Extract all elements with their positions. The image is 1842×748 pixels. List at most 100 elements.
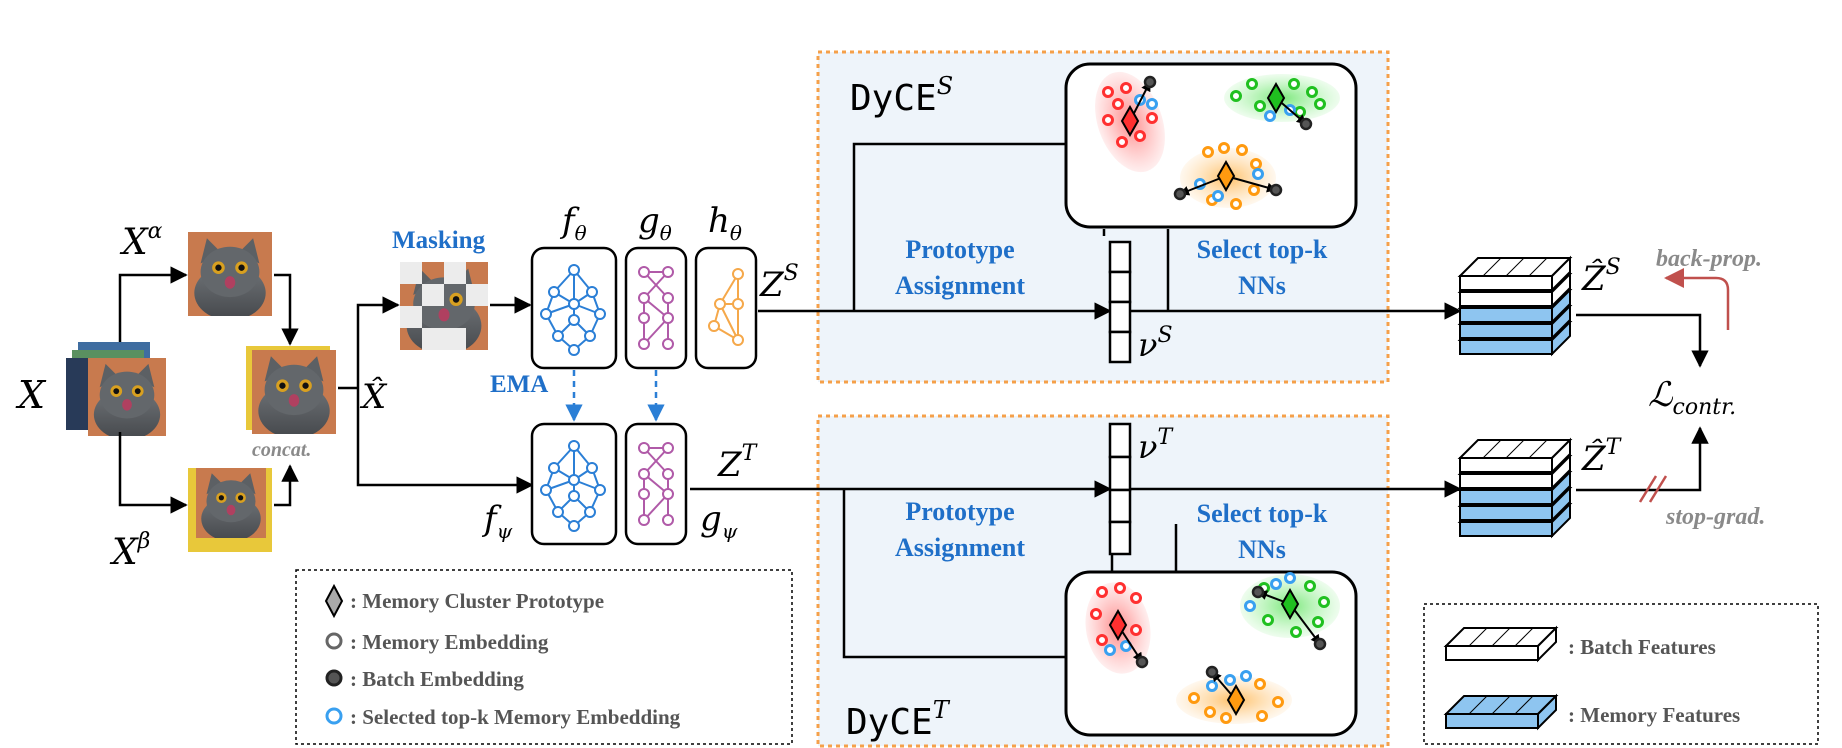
selected-embedding-dot (1284, 572, 1296, 584)
selected-legend-icon (325, 707, 343, 725)
ema-label: EMA (490, 371, 548, 398)
memory-embedding-dot (1236, 144, 1248, 156)
feature-stack-teacher (1457, 437, 1573, 539)
memory-embedding-dot (1114, 582, 1126, 594)
selected-embedding-dot (1270, 578, 1282, 590)
selected-embedding-dot (1104, 644, 1116, 656)
memory-embedding-dot (1090, 608, 1102, 620)
g-psi-label: gψ (700, 499, 738, 543)
x-alpha-image (188, 232, 272, 316)
cluster-prototype-diamond (1280, 587, 1300, 621)
memory-embedding-dot (1204, 706, 1216, 718)
memory-embedding-dot (1230, 198, 1242, 210)
memory-embedding-dot (1304, 580, 1316, 592)
batch-legend-icon (325, 669, 343, 687)
batch-feature-slab (1457, 437, 1573, 475)
masking-label: Masking (392, 227, 486, 254)
selected-embedding-dot (1244, 600, 1256, 612)
x-alpha-label: Xα (119, 219, 163, 263)
cluster-prototype-diamond (1120, 104, 1140, 138)
memory-embedding-dot (1288, 78, 1300, 90)
memory-embedding-dot (1130, 624, 1142, 636)
concat-label: concat. (252, 439, 311, 461)
nu-s-label: νS (1138, 323, 1173, 364)
green-cluster (1240, 572, 1340, 651)
orange-cluster (1173, 142, 1283, 210)
z-t-label: ZT (717, 441, 759, 485)
nu-s-vector (1108, 240, 1132, 364)
legend-batch-features-text: : Batch Features (1568, 635, 1716, 659)
x-hat-label: X̂ (359, 376, 388, 417)
legend-memory-features-text: : Memory Features (1568, 703, 1740, 727)
memory-embedding-dot (1202, 146, 1214, 158)
legend-selected-text: : Selected top-k Memory Embedding (350, 705, 681, 729)
memory-embedding-dot (1306, 86, 1318, 98)
input-arrows (118, 266, 534, 514)
memory-clusters-teacher (1085, 572, 1340, 724)
batch-embedding-dot (1205, 665, 1219, 679)
batch-feature-slab (1457, 255, 1573, 293)
h-theta-box (694, 246, 758, 370)
memory-embedding-dot (1230, 90, 1242, 102)
memory-embedding-dot (1262, 614, 1274, 626)
memory-clusters-student (1095, 71, 1340, 210)
memory-embedding-dot (1096, 634, 1108, 646)
batch-embedding-dot (1313, 637, 1327, 651)
h-theta-label: hθ (708, 201, 742, 245)
cluster-prototype-diamond (1266, 81, 1286, 115)
batch-embedding-dot (1299, 117, 1313, 131)
feature-stack-student (1457, 255, 1573, 357)
loss-arrows (1576, 313, 1709, 492)
z-hat-s-label: ẐS (1581, 255, 1621, 299)
memory-embedding-dot (1314, 98, 1326, 110)
memory-embedding-dot (1134, 130, 1146, 142)
batch-embedding-dot (1173, 187, 1187, 201)
feature-legend-icons (1443, 625, 1559, 731)
selected-embedding-dot (1252, 168, 1264, 180)
concat-image (246, 346, 336, 434)
memory-embedding-dot (1188, 692, 1200, 704)
memory-embedding-dot (1146, 112, 1158, 124)
ema-arrows (565, 370, 665, 422)
stop-grad-label: stop-grad. (1665, 504, 1765, 530)
memory-embedding-dot (1218, 142, 1230, 154)
memory-embedding-dot (1116, 136, 1128, 148)
f-psi-label: fψ (481, 499, 513, 543)
memory-embedding-dot (1248, 184, 1260, 196)
z-hat-t-label: ẐT (1581, 435, 1623, 479)
memory-embedding-dot (1254, 678, 1266, 690)
memory-embedding-dot (1256, 710, 1268, 722)
selected-embedding-dot (1224, 674, 1236, 686)
loss-label: ℒcontr. (1648, 375, 1736, 420)
g-theta-label: gθ (638, 201, 672, 245)
x-beta-label: Xβ (109, 529, 150, 573)
memory-embedding-dot (1096, 586, 1108, 598)
selected-embedding-dot (1206, 680, 1218, 692)
stop-grad-mark (1638, 475, 1668, 503)
memory-embedding-dot (1250, 158, 1262, 170)
memory-legend-icon (325, 632, 343, 650)
memory-embedding-dot (1220, 712, 1232, 724)
back-prop-label: back-prop. (1656, 246, 1762, 272)
flow-lines (690, 142, 1462, 659)
memory-embedding-dot (1246, 78, 1258, 90)
memory-embedding-dot (1130, 592, 1142, 604)
input-image-stack (66, 342, 166, 436)
selected-embedding-dot (1146, 98, 1158, 110)
cluster-prototype-diamond (1108, 608, 1128, 642)
batch-embedding-dot (1143, 75, 1157, 89)
legend-batch-text: : Batch Embedding (350, 667, 524, 691)
memory-embedding-dot (1272, 696, 1284, 708)
batch-features-legend-icon (1443, 625, 1559, 663)
selected-embedding-dot (1240, 670, 1252, 682)
legend-embeddings (295, 569, 793, 745)
legend-prototype-text: : Memory Cluster Prototype (350, 589, 604, 613)
batch-embedding-dot (1269, 183, 1283, 197)
f-theta-label: fθ (559, 201, 587, 245)
memory-embedding-dot (1290, 626, 1302, 638)
cluster-prototype-diamond (1216, 159, 1236, 193)
